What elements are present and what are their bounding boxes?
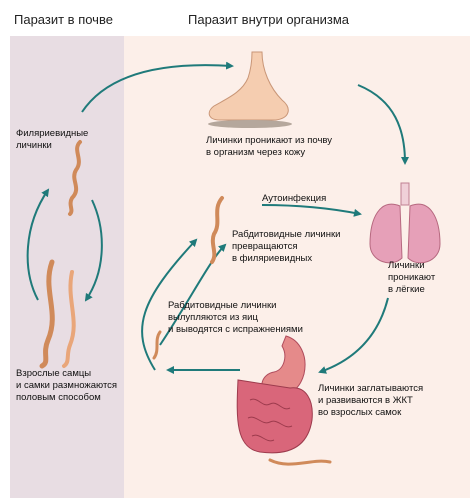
hatch-label: Рабдитовидные личинки вылупляются из яиц…	[168, 300, 303, 335]
arrow-autoinfection	[261, 204, 362, 217]
autoinfection-label: Аутоинфекция	[262, 193, 327, 204]
arrow-transform-up	[159, 243, 227, 346]
transform-label: Рабдитовидные личинки превращаются в фил…	[232, 229, 341, 264]
arrow-adults-to-larvae	[26, 188, 50, 301]
exit-worm-icon	[268, 458, 332, 466]
arrow-soil-to-skin	[81, 61, 234, 113]
lungs-label: Личинки проникают в лёгкие	[388, 260, 436, 295]
adult-worms-icon	[39, 259, 76, 369]
adults-label: Взрослые самцы и самки размножаются поло…	[16, 368, 118, 403]
skin-penetration-label: Личинки проникают из почву в организм че…	[206, 135, 333, 158]
gut-label: Личинки заглатываются и развиваются в ЖК…	[318, 383, 424, 418]
arrow-skin-to-lungs	[357, 84, 409, 165]
arrow-lungs-to-gut	[318, 297, 389, 374]
arrow-transform-loop	[141, 238, 198, 371]
rhabditiform-larva-icon	[210, 196, 224, 264]
body-header: Паразит внутри организма	[188, 12, 350, 27]
filariform-larva-icon	[68, 140, 82, 216]
foot-icon	[208, 51, 292, 128]
intestine-icon	[236, 335, 313, 454]
filariform-label: Филяриевидные личинки	[16, 128, 89, 151]
hatched-larva-icon	[152, 330, 162, 360]
arrow-larvae-to-adults	[84, 199, 103, 302]
lungs-icon	[369, 182, 441, 264]
soil-header: Паразит в почве	[14, 12, 113, 27]
